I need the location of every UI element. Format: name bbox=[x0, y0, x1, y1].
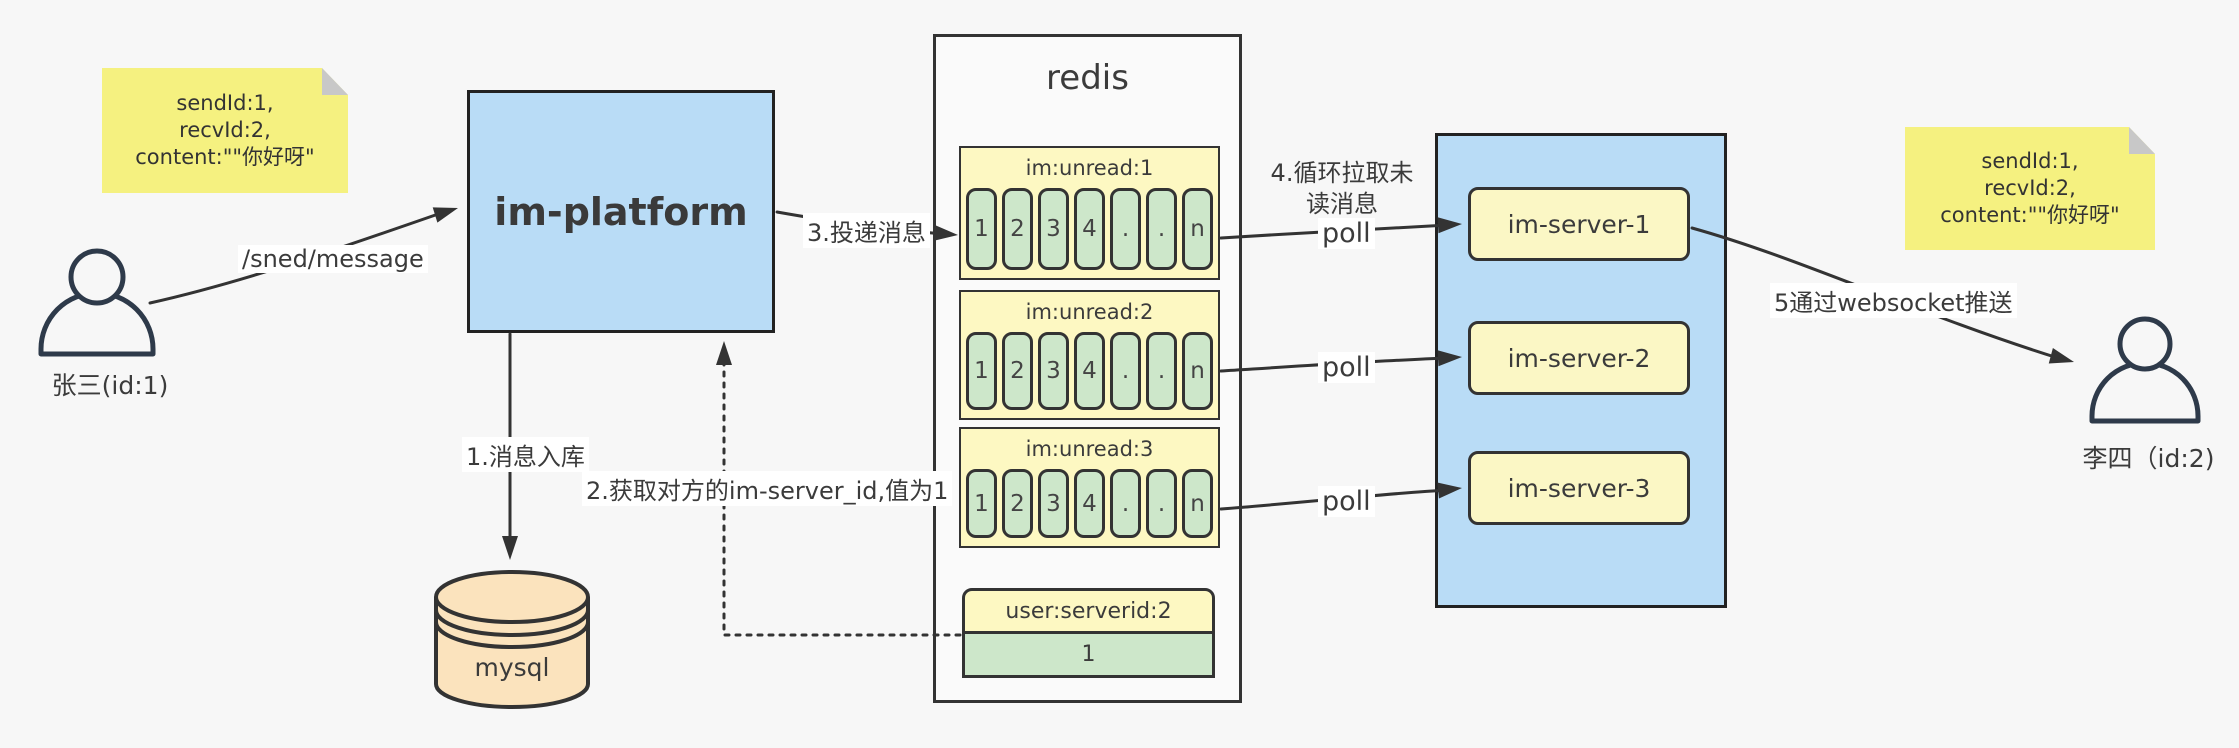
user-serverid-key: user:serverid:2 bbox=[962, 588, 1215, 634]
mysql-label: mysql bbox=[474, 653, 550, 682]
queue-cell: 1 bbox=[966, 469, 997, 538]
sticky-note-sender: sendId:1, recvId:2, content:""你好呀" bbox=[102, 68, 348, 193]
label-send-endpoint: /sned/message bbox=[238, 245, 428, 273]
label-poll-1: poll bbox=[1318, 218, 1375, 249]
queue-cell: 2 bbox=[1002, 188, 1033, 270]
queue-cell: 2 bbox=[1002, 469, 1033, 538]
receiver-name-label: 李四（id:2) bbox=[2082, 444, 2215, 473]
label-step2-get-server-id: 2.获取对方的im-server_id,值为1 bbox=[582, 471, 953, 506]
sticky-note-receiver: sendId:1, recvId:2, content:""你好呀" bbox=[1905, 127, 2155, 250]
user-serverid-box: user:serverid:2 1 bbox=[962, 588, 1215, 678]
user-serverid-value: 1 bbox=[962, 634, 1215, 678]
unread-queue-2: im:unread:2 1 2 3 4 . . n bbox=[959, 290, 1220, 420]
im-platform-box: im-platform bbox=[467, 90, 775, 333]
queue-cell: n bbox=[1182, 188, 1213, 270]
queue-3-cells: 1 2 3 4 . . n bbox=[961, 469, 1218, 542]
im-server-3-box: im-server-3 bbox=[1468, 451, 1690, 525]
queue-cell: 1 bbox=[966, 332, 997, 410]
note-line: recvId:2, bbox=[1984, 176, 2076, 200]
label-poll-3: poll bbox=[1318, 486, 1375, 517]
sender-name-label: 张三(id:1) bbox=[51, 371, 169, 400]
sender-user-icon bbox=[38, 248, 156, 357]
queue-1-name: im:unread:1 bbox=[1025, 156, 1154, 180]
queue-cell: . bbox=[1146, 188, 1177, 270]
queue-cell: 4 bbox=[1074, 188, 1105, 270]
mysql-cylinder-icon bbox=[434, 570, 590, 709]
unread-queue-3: im:unread:3 1 2 3 4 . . n bbox=[959, 427, 1220, 548]
label-step3-deliver-message: 3.投递消息 bbox=[803, 213, 930, 248]
queue-cell: . bbox=[1110, 469, 1141, 538]
note-line: content:""你好呀" bbox=[135, 145, 315, 169]
label-step1-store-message: 1.消息入库 bbox=[462, 437, 589, 472]
queue-cell: 3 bbox=[1038, 469, 1069, 538]
arrowhead bbox=[502, 536, 518, 560]
queue-cell: . bbox=[1110, 332, 1141, 410]
queue-cell: n bbox=[1182, 469, 1213, 538]
label-step4-poll-unread: 4.循环拉取未读消息 bbox=[1270, 159, 1414, 218]
queue-cell: . bbox=[1146, 469, 1177, 538]
queue-2-cells: 1 2 3 4 . . n bbox=[961, 332, 1218, 414]
queue-cell: . bbox=[1110, 188, 1141, 270]
queue-cell: 4 bbox=[1074, 469, 1105, 538]
queue-cell: 4 bbox=[1074, 332, 1105, 410]
receiver-user-icon bbox=[2089, 316, 2201, 424]
im-server-2-box: im-server-2 bbox=[1468, 321, 1690, 395]
queue-cell: 1 bbox=[966, 188, 997, 270]
queue-2-name: im:unread:2 bbox=[1025, 300, 1154, 324]
queue-1-cells: 1 2 3 4 . . n bbox=[961, 188, 1218, 274]
queue-cell: 3 bbox=[1038, 332, 1069, 410]
arrowhead bbox=[2048, 348, 2074, 364]
queue-cell: . bbox=[1146, 332, 1177, 410]
redis-title: redis bbox=[1046, 58, 1129, 98]
im-server-1-box: im-server-1 bbox=[1468, 187, 1690, 261]
note-line: sendId:1, bbox=[1981, 149, 2079, 173]
arrowhead bbox=[716, 341, 732, 365]
queue-cell: 3 bbox=[1038, 188, 1069, 270]
label-step5-websocket-push: 5通过websocket推送 bbox=[1770, 283, 2017, 318]
label-poll-2: poll bbox=[1318, 352, 1375, 383]
note-line: sendId:1, bbox=[176, 91, 274, 115]
im-platform-label: im-platform bbox=[494, 189, 748, 234]
note-line: content:""你好呀" bbox=[1940, 203, 2120, 227]
queue-3-name: im:unread:3 bbox=[1025, 437, 1154, 461]
queue-cell: 2 bbox=[1002, 332, 1033, 410]
note-line: recvId:2, bbox=[179, 118, 271, 142]
arrowhead bbox=[432, 207, 458, 223]
queue-cell: n bbox=[1182, 332, 1213, 410]
unread-queue-1: im:unread:1 1 2 3 4 . . n bbox=[959, 146, 1220, 280]
